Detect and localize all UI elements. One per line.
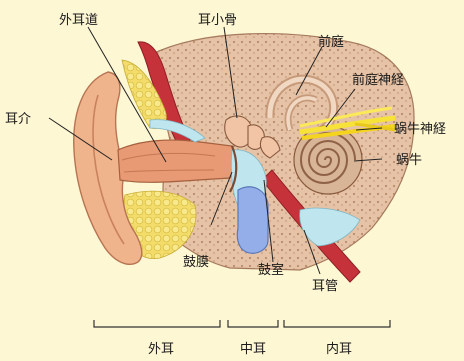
label-ear-canal: 外耳道 — [59, 13, 98, 28]
label-eustachian-tube: 耳管 — [312, 279, 338, 294]
label-cochlear-nerve: 蜗牛神経 — [394, 121, 446, 137]
eustachian-tube-shape — [237, 187, 268, 253]
section-label-inner: 内耳 — [326, 341, 352, 357]
label-ossicles: 耳小骨 — [198, 13, 237, 28]
label-eardrum: 鼓膜 — [183, 255, 209, 270]
ear-canal-shape — [118, 140, 234, 182]
label-tympanic-cavity: 鼓室 — [258, 262, 284, 278]
label-cochlea: 蜗牛 — [396, 152, 422, 168]
label-auricle: 耳介 — [5, 112, 31, 127]
section-brackets — [94, 320, 390, 327]
label-vestibule: 前庭 — [318, 34, 344, 50]
section-label-outer: 外耳 — [148, 342, 174, 357]
section-label-middle: 中耳 — [240, 342, 266, 357]
label-vestibular-nerve: 前庭神経 — [352, 72, 404, 88]
